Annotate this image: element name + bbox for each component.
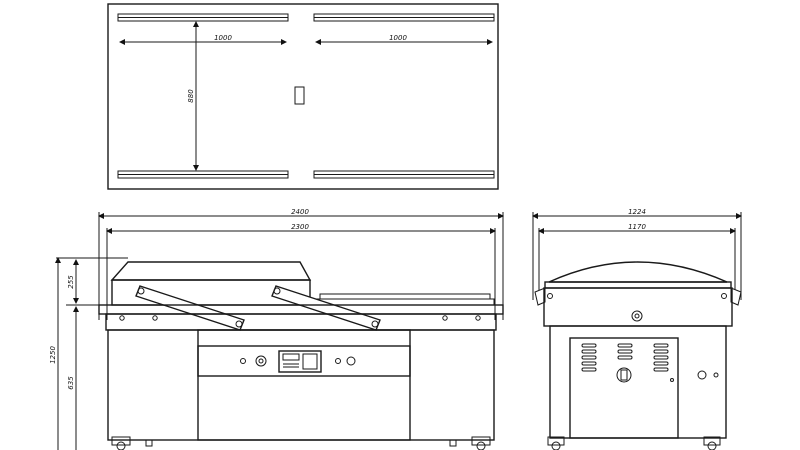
side-chamber-body (543, 287, 733, 327)
right-hinge (730, 287, 742, 306)
side-knob-icon (631, 310, 643, 322)
side-cabinet-door (569, 337, 679, 439)
overall-width-label: 2400 (291, 208, 309, 216)
inner-width-label: 2300 (291, 223, 309, 231)
side-lid-dome (548, 261, 728, 283)
caster-icon (703, 436, 721, 446)
total-height-label: 1250 (49, 346, 57, 364)
vent-grille-right (653, 343, 669, 372)
width-right-label: 1000 (389, 34, 407, 42)
top-view: 1000 1000 880 (107, 3, 499, 190)
sealing-bar-bottom-right (313, 170, 495, 179)
depth-label: 880 (187, 89, 195, 103)
table-top-edge (98, 304, 504, 315)
side-cabinet (549, 325, 727, 439)
side-port-icon (697, 370, 707, 380)
inner-depth-label: 1170 (628, 223, 646, 231)
right-lid-arm (271, 285, 381, 331)
drain-valve-icon (616, 367, 632, 383)
front-view: 2400 2300 1250 255 635 (49, 208, 504, 450)
overall-depth-label: 1224 (628, 208, 646, 216)
table-apron (105, 313, 497, 331)
indicator-light-icon (240, 358, 246, 364)
vent-grille-left (581, 343, 597, 372)
control-panel (197, 345, 411, 377)
center-window (294, 86, 305, 105)
start-button-icon (346, 356, 356, 366)
table-height-label: 635 (67, 376, 75, 390)
left-lid (110, 261, 312, 281)
sealing-bar-bottom-left (117, 170, 289, 179)
power-switch-icon (255, 355, 267, 367)
lid-height-label: 255 (67, 275, 75, 289)
top-view-outline (107, 3, 499, 190)
caster-icon (547, 436, 565, 446)
left-hinge (534, 287, 546, 306)
indicator-light-right-icon (335, 358, 341, 364)
right-chamber-plate (319, 293, 491, 300)
caster-icon (471, 436, 491, 446)
side-view: 1224 1170 (532, 208, 742, 450)
caster-icon (111, 436, 131, 446)
vent-grille-center (617, 343, 633, 360)
display-screen (278, 350, 322, 373)
sealing-bar-top-left (117, 13, 289, 22)
left-lid-arm (135, 285, 245, 331)
control-cabinet (197, 329, 411, 441)
sealing-bar-top-right (313, 13, 495, 22)
width-left-label: 1000 (214, 34, 232, 42)
